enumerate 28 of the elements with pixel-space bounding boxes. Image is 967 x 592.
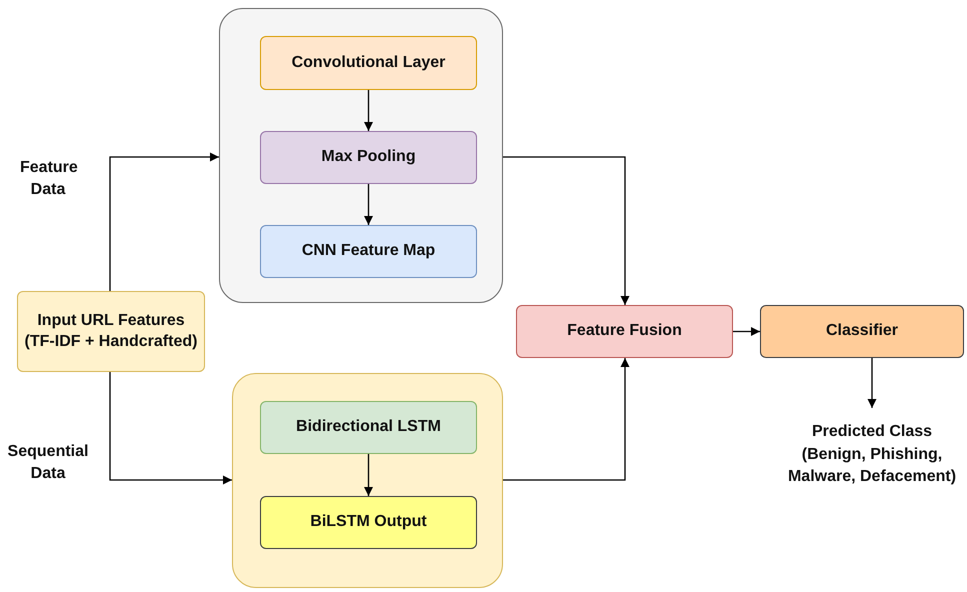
- box-label: Bidirectional LSTM: [295, 417, 442, 438]
- arrow: [364, 184, 373, 225]
- box-label: Input URL Features (TF-IDF + Handcrafted): [24, 310, 198, 352]
- process-box: [260, 36, 477, 90]
- box-label: Max Pooling: [320, 147, 417, 168]
- process-box: [516, 305, 733, 358]
- output-text: Predicted Class (Benign, Phishing, Malware, Defacement): [780, 408, 964, 502]
- process-box: [260, 131, 477, 184]
- box-label: Feature Fusion: [566, 321, 683, 342]
- box-label: CNN Feature Map: [300, 241, 436, 262]
- process-box: [260, 496, 477, 549]
- box-label: BiLSTM Output: [309, 512, 428, 532]
- process-box: [260, 401, 477, 454]
- arrow: [364, 454, 373, 496]
- arrow: [503, 358, 630, 481]
- cnn-panel: [219, 8, 503, 303]
- arrow: [109, 152, 219, 291]
- box-label: Classifier: [824, 321, 900, 342]
- arrow: [109, 372, 232, 484]
- arrow: [503, 156, 630, 305]
- input-box: [17, 291, 205, 372]
- arrow: [733, 327, 760, 336]
- process-box: [760, 305, 964, 358]
- bilstm-panel: [232, 373, 503, 588]
- box-label: Convolutional Layer: [290, 52, 446, 73]
- arrow: [364, 90, 373, 131]
- process-box: [260, 225, 477, 278]
- arrow: [868, 358, 876, 408]
